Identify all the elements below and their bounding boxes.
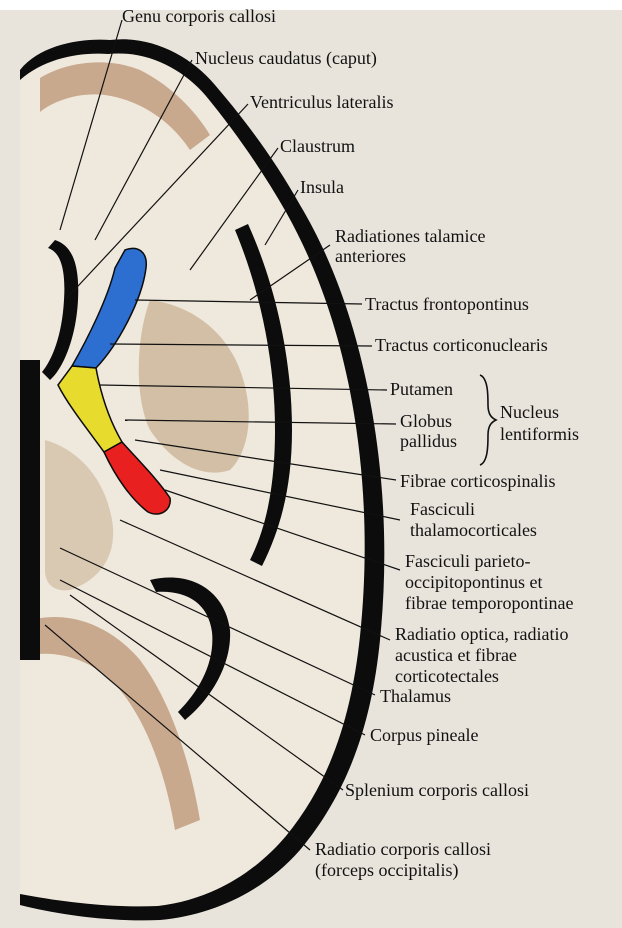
label-anteriores: anteriores xyxy=(335,246,406,266)
label-radiatio-optica: Radiatio optica, radiatio xyxy=(395,624,568,644)
label-acustica: acustica et fibrae xyxy=(395,645,517,665)
label-globus: Globus xyxy=(400,411,452,431)
label-tractus-frontopontinus: Tractus frontopontinus xyxy=(365,294,529,314)
label-putamen: Putamen xyxy=(390,379,453,399)
label-fasciculi-parieto: Fasciculi parieto- xyxy=(405,551,530,571)
label-occipitopontinus: occipitopontinus et xyxy=(405,572,542,592)
label-nucleus-caudatus: Nucleus caudatus (caput) xyxy=(195,48,377,69)
label-corpus-pineale: Corpus pineale xyxy=(370,725,478,745)
label-fibrae-corticospinalis: Fibrae corticospinalis xyxy=(400,471,555,491)
label-fibrae-temporopontinae: fibrae temporopontinae xyxy=(405,593,573,613)
label-genu-corporis-callosi: Genu corporis callosi xyxy=(122,6,276,26)
label-radiatio-corporis-callosi: Radiatio corporis callosi xyxy=(315,839,491,859)
label-insula: Insula xyxy=(300,177,344,197)
midline xyxy=(20,360,40,660)
label-splenium: Splenium corporis callosi xyxy=(345,780,529,800)
label-fasciculi: Fasciculi xyxy=(410,499,475,519)
label-nucleus: Nucleus xyxy=(500,402,559,422)
label-pallidus: pallidus xyxy=(400,431,457,451)
label-tractus-corticonuclearis: Tractus corticonuclearis xyxy=(375,335,548,355)
label-lentiformis: lentiformis xyxy=(500,424,579,444)
top-margin xyxy=(0,0,622,10)
label-thalamocorticales: thalamocorticales xyxy=(410,520,537,540)
label-ventriculus-lateralis: Ventriculus lateralis xyxy=(250,92,393,112)
label-thalamus: Thalamus xyxy=(380,686,451,706)
label-corticotectales: corticotectales xyxy=(395,666,499,686)
label-claustrum: Claustrum xyxy=(280,136,355,156)
label-forceps-occipitalis: (forceps occipitalis) xyxy=(315,860,458,881)
label-radiationes-talamice: Radiationes talamice xyxy=(335,226,485,246)
